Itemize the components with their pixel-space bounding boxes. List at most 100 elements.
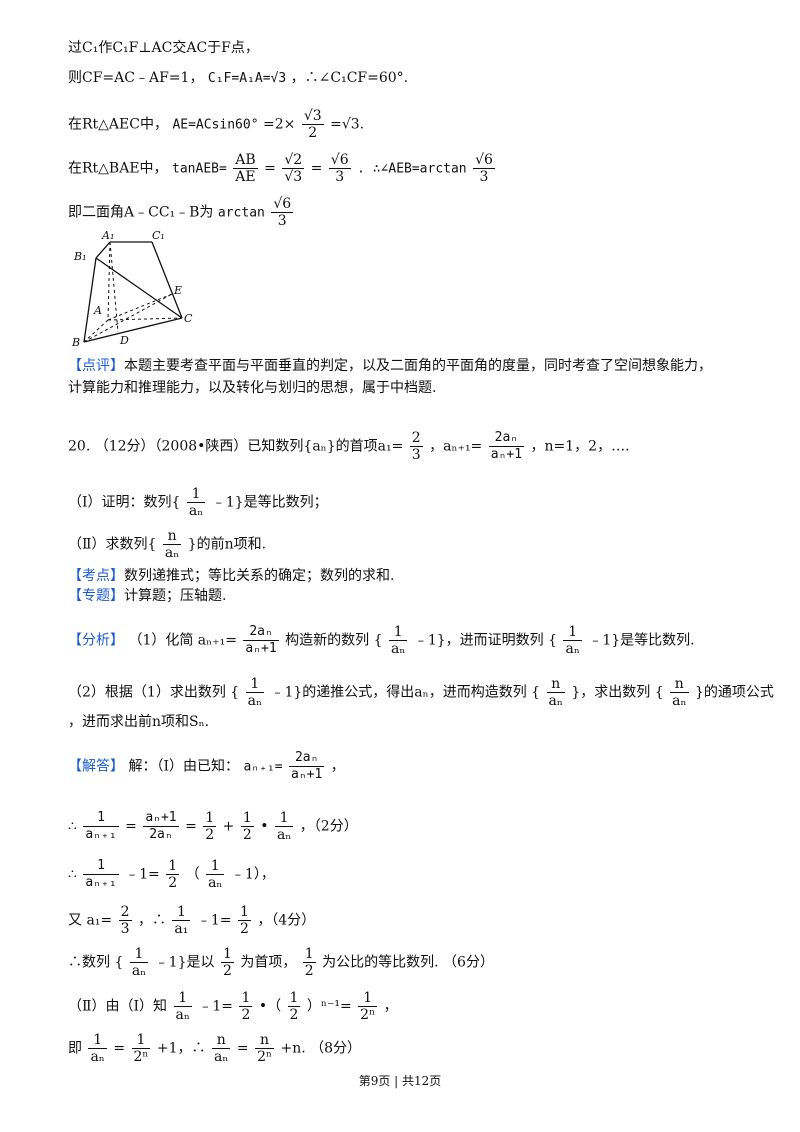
zt-text: 计算题；压轴题. [124, 588, 227, 604]
text-line: 过C₁作C₁F⊥AC交AC于F点， [68, 40, 259, 56]
text-segment: ，aₙ₊₁= [429, 438, 483, 455]
text-segment: 20. （12分）（2008•陕西）已知数列{aₙ}的首项a₁= [68, 438, 404, 455]
label-a: A [93, 304, 102, 317]
formula: aₙ₊₁= [243, 759, 283, 775]
text-segment: ﹣1}是等比数列. [588, 632, 695, 649]
text-segment: （2）根据（1）求出数列 { [68, 684, 240, 701]
text-segment: ﹣1}的递推公式，得出aₙ，进而构造数列 { [270, 684, 541, 701]
edge-bc [83, 317, 183, 343]
knowledge-point: 【考点】数列递推式；等比关系的确定；数列的求和. [68, 566, 394, 586]
text-segment: 即二面角A﹣CC₁﹣B为 [68, 204, 214, 221]
text-line: 则CF=AC﹣AF=1， C₁F=A₁A=√3 ，∴∠C₁CF=60°. [68, 68, 408, 89]
text-segment: 解：（Ⅰ）由已知： [128, 758, 239, 775]
text-segment: 在Rt△BAE中， [68, 160, 168, 177]
text-segment: =2× [262, 116, 296, 133]
remark-tag: 【点评】 [68, 358, 124, 374]
formula: AE=ACsin60° [172, 117, 259, 133]
text-segment: ﹣1}是等比数列； [211, 494, 328, 511]
formula: tanAEB= [172, 161, 227, 177]
text-segment: （1）化简 aₙ₊₁= [128, 632, 237, 649]
analysis-line-3: ，进而求出前n项和Sₙ. [68, 714, 210, 730]
equals: = [264, 160, 276, 177]
jd-tag: 【解答】 [68, 758, 124, 775]
label-d: D [119, 334, 129, 347]
edge-a1d [109, 241, 119, 333]
remark-text: 本题主要考查平面与平面垂直的判定，以及二面角的平面角的度量，同时考查了空间想象能… [124, 358, 712, 374]
text-segment: ，∴∠C₁CF=60°. [290, 70, 409, 86]
edge-c1c [151, 241, 183, 319]
edge-b1b [83, 257, 97, 343]
page-footer: 第9页 | 共12页 [358, 1074, 442, 1088]
fx-tag: 【分析】 [68, 632, 124, 649]
equals: = [310, 160, 323, 177]
text-segment: 构造新的数列 { [285, 632, 383, 649]
edge-b1c [95, 257, 183, 319]
text-segment: 则CF=AC﹣AF=1， [68, 70, 204, 86]
text-segment: =√3. [330, 116, 365, 133]
edge-ae [107, 293, 173, 321]
label-b: B [71, 336, 80, 349]
remark-line-2: 计算能力和推理能力，以及转化与划归的思想，属于中档题. [68, 380, 437, 396]
label-c: C [184, 312, 193, 325]
edge-a1a [107, 241, 111, 321]
text-segment: （Ⅱ）求数列{ [68, 536, 157, 553]
formula: arctan [217, 205, 265, 221]
text-segment: }的前n项和. [187, 536, 267, 553]
fraction: √2√3 [282, 152, 305, 185]
text-segment: }，求出数列 { [571, 684, 664, 701]
formula: C₁F=A₁A=√3 [207, 71, 287, 86]
label-a1: A₁ [101, 229, 114, 242]
edge-ac [107, 317, 183, 321]
text-segment: 在Rt△AEC中， [68, 116, 168, 133]
text-segment: （Ⅰ）证明：数列{ [68, 494, 181, 511]
text-segment: ，n=1，2，…. [530, 438, 630, 455]
edge-be [83, 293, 173, 343]
text-segment: ﹣1}，进而证明数列 { [413, 632, 558, 649]
remark-line-1: 【点评】本题主要考查平面与平面垂直的判定，以及二面角的平面角的度量，同时考查了空… [68, 356, 712, 376]
label-b1: B₁ [73, 250, 87, 263]
